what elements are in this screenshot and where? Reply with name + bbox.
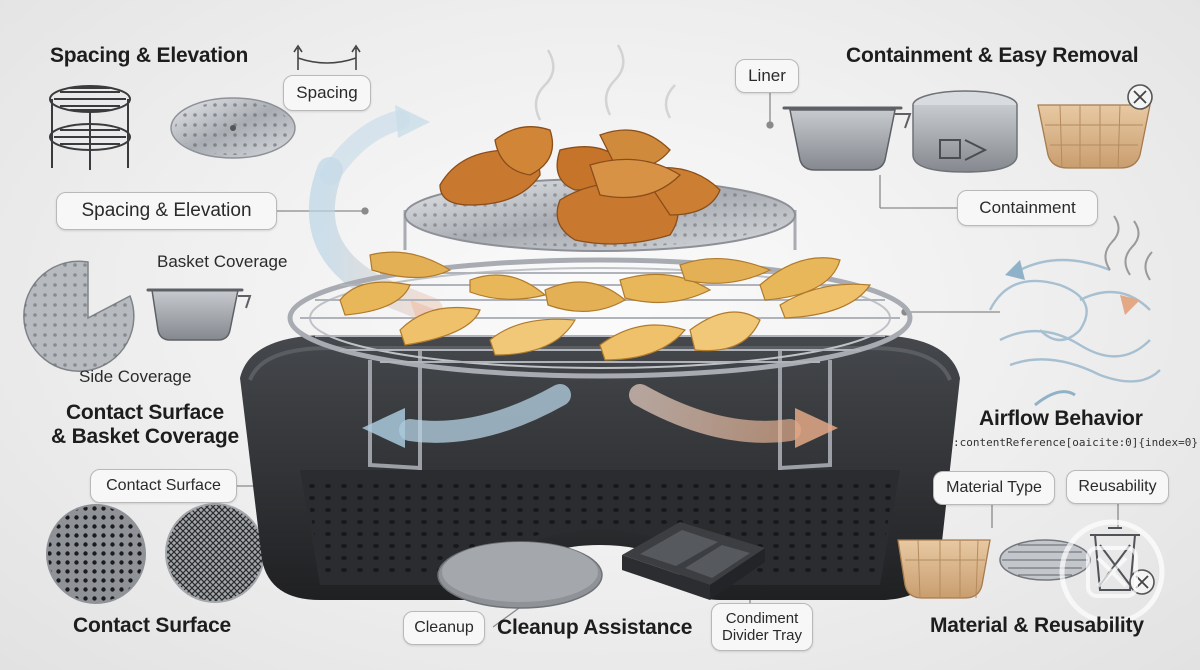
mesh-rack-icon xyxy=(999,539,1091,581)
label-basket-coverage: Basket Coverage xyxy=(157,252,288,271)
label-side-coverage: Side Coverage xyxy=(79,367,192,386)
paper-basket-icon xyxy=(897,539,991,599)
divider-tray-icon xyxy=(622,522,765,600)
cleanup-mat-icon xyxy=(437,541,603,609)
label-cleanup: Cleanup xyxy=(403,611,485,645)
heat-lines xyxy=(1104,215,1153,281)
chicken-wings xyxy=(439,126,721,245)
side-coverage-disk-icon xyxy=(23,260,135,372)
label-spacing: Spacing xyxy=(283,75,371,111)
label-contact-surface: Contact Surface xyxy=(90,469,237,503)
heading-contact-coverage-line2: & Basket Coverage xyxy=(50,425,240,448)
heading-airflow: Airflow Behavior xyxy=(979,407,1143,430)
heading-contact-surface: Contact Surface xyxy=(73,614,232,637)
airflow-swirl-icon xyxy=(988,258,1161,383)
label-spacing-elevation: Spacing & Elevation xyxy=(56,192,277,230)
paper-liner-icon xyxy=(1037,104,1151,169)
heading-containment-removal: Containment & Easy Removal xyxy=(846,44,1139,67)
potato-wedges xyxy=(339,251,872,361)
watermark-logo xyxy=(1059,519,1165,625)
label-containment: Containment xyxy=(957,190,1098,226)
label-condiment-line2: Divider Tray xyxy=(721,627,803,644)
rack-stand xyxy=(368,350,832,470)
label-condiment-divider-tray: Condiment Divider Tray xyxy=(711,603,813,651)
heading-contact-coverage: Contact Surface & Basket Coverage xyxy=(40,401,250,449)
dotted-surface-icon xyxy=(46,504,146,604)
heading-contact-coverage-line1: Contact Surface xyxy=(65,401,225,424)
spacing-height-icon xyxy=(293,44,361,70)
stacking-rack-icon xyxy=(49,85,131,170)
mesh-surface-icon xyxy=(165,503,265,603)
reference-text: :contentReference[oaicite:0]{index=0} xyxy=(953,436,1199,449)
perforated-disk-icon xyxy=(170,97,296,159)
label-condiment-line1: Condiment xyxy=(725,609,799,627)
heading-spacing-elevation: Spacing & Elevation xyxy=(50,44,249,67)
label-reusability: Reusability xyxy=(1066,470,1169,504)
heading-cleanup-assistance: Cleanup Assistance xyxy=(497,616,693,639)
label-material-type: Material Type xyxy=(933,471,1055,505)
basket-liner-icon xyxy=(146,288,252,341)
steam xyxy=(534,44,676,121)
label-liner: Liner xyxy=(735,59,799,93)
heading-material-reusability: Material & Reusability xyxy=(930,614,1144,637)
square-liner-icon xyxy=(782,106,912,171)
close-icon xyxy=(1127,84,1153,110)
round-pan-icon xyxy=(912,90,1018,173)
airflow-arrow-icons xyxy=(1005,260,1140,407)
